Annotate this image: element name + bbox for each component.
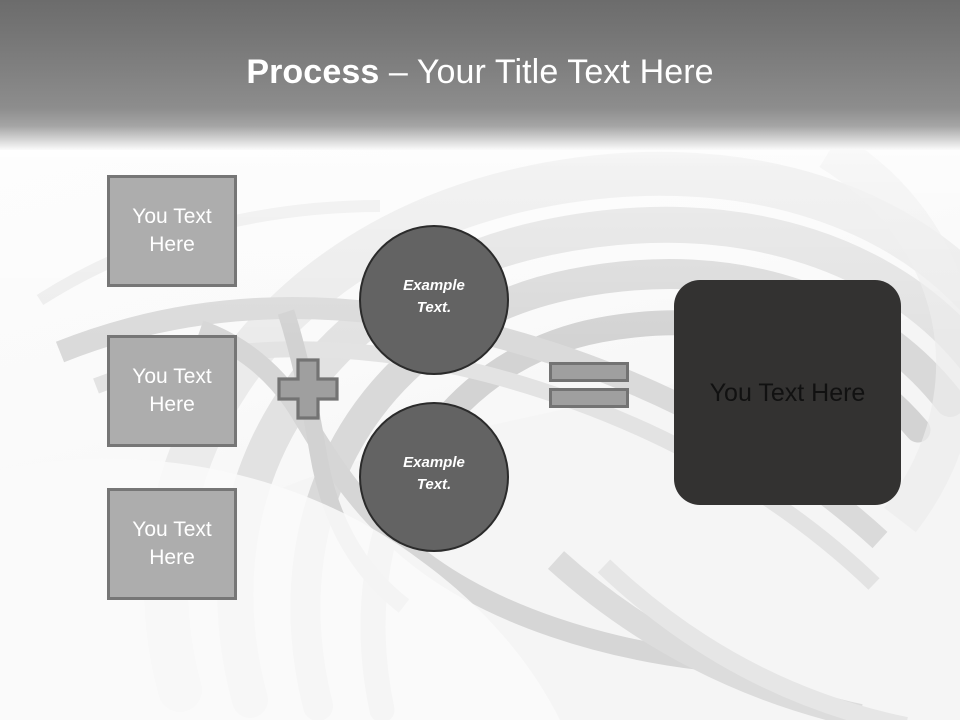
equals-icon-bar-bottom (549, 388, 629, 408)
input-box-1-label: You Text Here (132, 205, 212, 256)
page-title-bold: Process (246, 53, 380, 91)
circle-node-2-line1: Example (403, 454, 465, 471)
circle-node-1-line1: Example (403, 277, 465, 294)
page-title-separator: – (379, 53, 417, 91)
result-box-label: You Text Here (709, 378, 866, 407)
header-band (0, 0, 960, 150)
equals-icon-bar-top (549, 362, 629, 382)
page-title: Process – Your Title Text Here (0, 50, 960, 94)
equals-icon (549, 362, 629, 408)
input-box-3-label: You Text Here (132, 518, 212, 569)
plus-icon (277, 358, 339, 420)
input-box-3[interactable]: You Text Here (107, 488, 237, 600)
circle-node-1-line2: Text. (416, 299, 452, 316)
input-box-1[interactable]: You Text Here (107, 175, 237, 287)
input-box-2[interactable]: You Text Here (107, 335, 237, 447)
input-box-2-label: You Text Here (132, 365, 212, 416)
circle-node-2-line2: Text. (416, 476, 452, 493)
page-title-regular: Your Title Text Here (416, 53, 714, 91)
result-box[interactable]: You Text Here (674, 280, 901, 505)
